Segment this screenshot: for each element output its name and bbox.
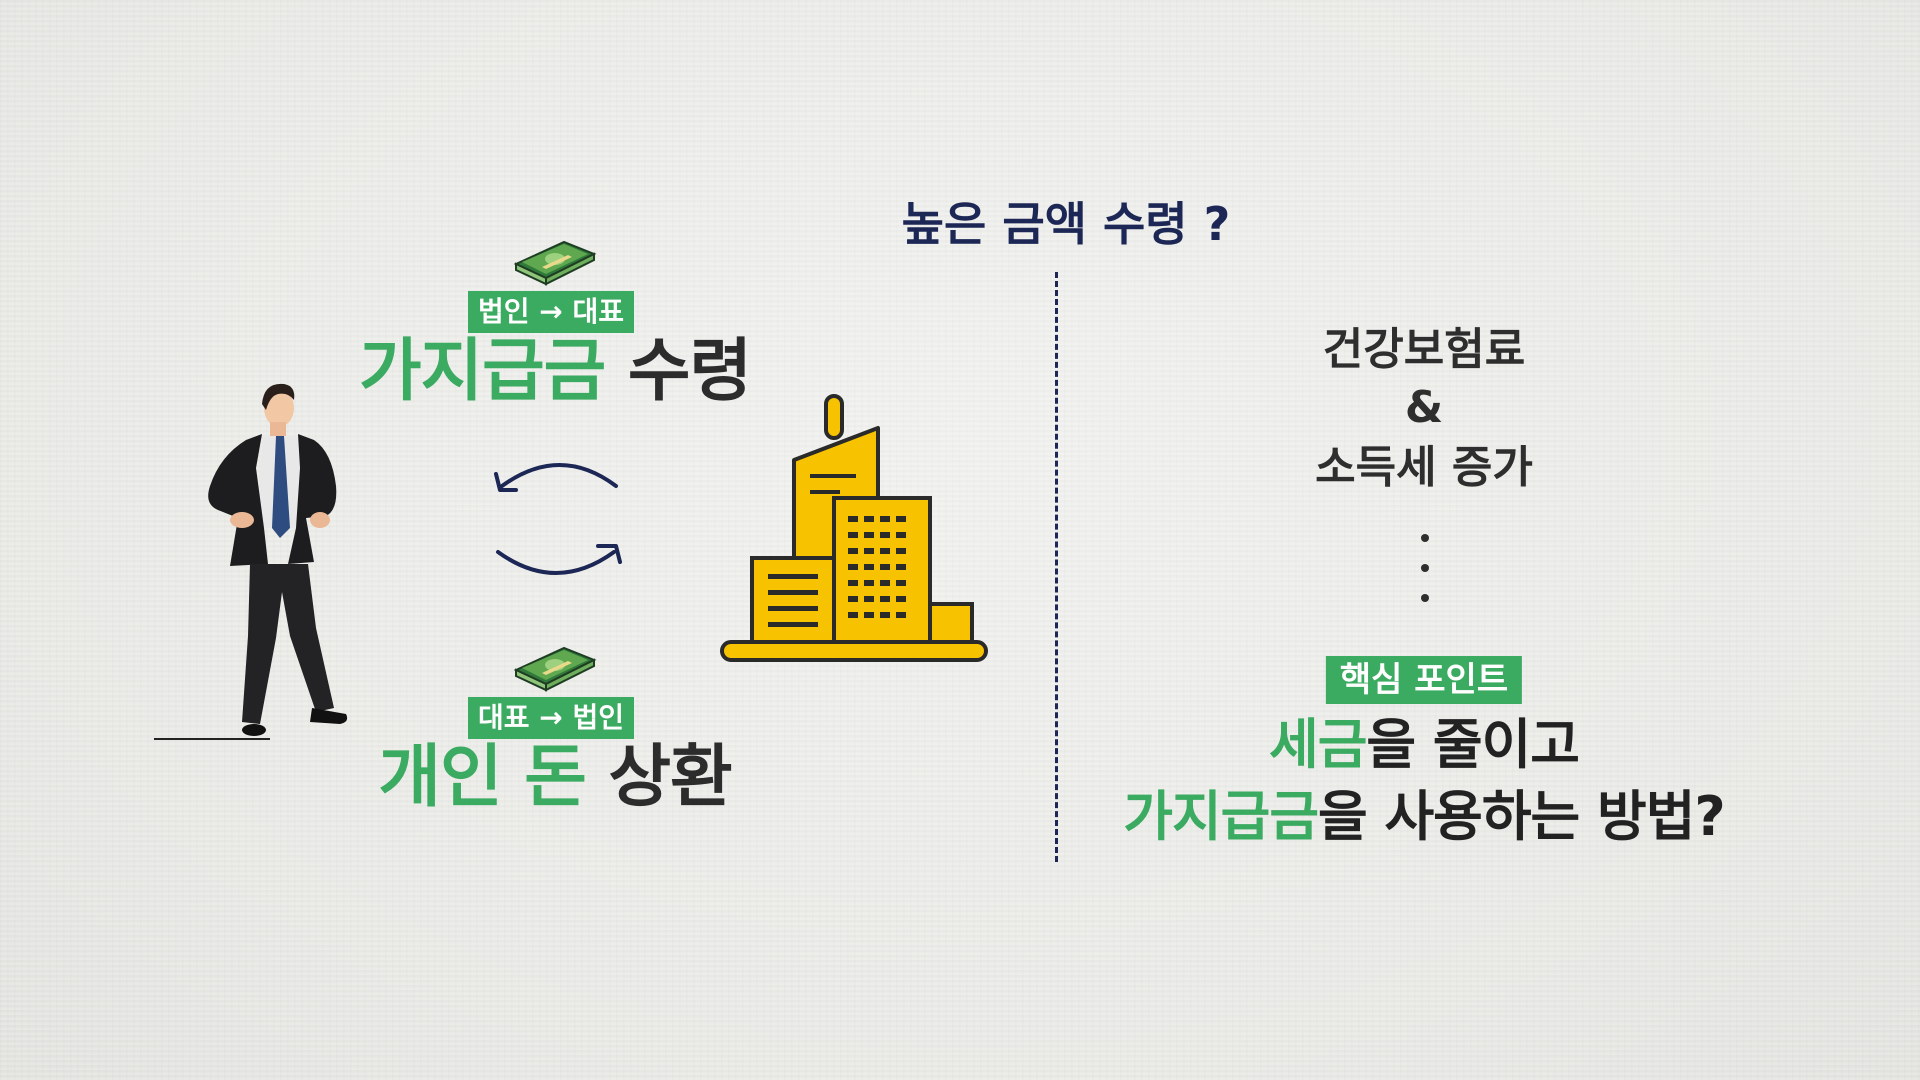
bottom-title-green: 개인 돈: [378, 738, 586, 817]
final-line-1-green: 세금: [1269, 713, 1367, 776]
effect-line-2: &: [1404, 382, 1444, 433]
top-title-dark: 수령: [627, 332, 752, 411]
money-bundle-icon: [513, 646, 597, 692]
top-title: 가지급금 수령: [358, 332, 752, 412]
vertical-divider: [1055, 272, 1058, 862]
building-icon: [720, 394, 988, 662]
final-line-2: 가지급금을 사용하는 방법?: [1123, 784, 1726, 850]
effect-line-1: 건강보험료: [1322, 324, 1526, 375]
bottom-title-dark: 상환: [608, 738, 732, 817]
businessman-figure: [154, 383, 348, 740]
bottom-flow-tag: 대표 → 법인: [468, 697, 634, 739]
final-line-2-dark: 을 사용하는 방법?: [1318, 785, 1726, 848]
money-bundle-icon: [513, 240, 597, 286]
final-line-1-dark: 을 줄이고: [1366, 713, 1580, 776]
exchange-arrows-icon: [494, 463, 622, 575]
ellipsis-dot: [1421, 534, 1429, 542]
ellipsis-dot: [1421, 564, 1429, 572]
ellipsis-dot: [1421, 594, 1429, 602]
top-flow-tag: 법인 → 대표: [468, 291, 634, 333]
final-line-2-green: 가지급금: [1123, 785, 1319, 848]
bottom-title: 개인 돈 상환: [378, 738, 732, 818]
key-point-tag: 핵심 포인트: [1325, 656, 1523, 704]
final-line-1: 세금을 줄이고: [1269, 712, 1580, 778]
top-title-green: 가지급금: [358, 332, 606, 411]
effect-line-3: 소득세 증가: [1315, 442, 1533, 493]
question-heading: 높은 금액 수령 ?: [901, 197, 1231, 251]
